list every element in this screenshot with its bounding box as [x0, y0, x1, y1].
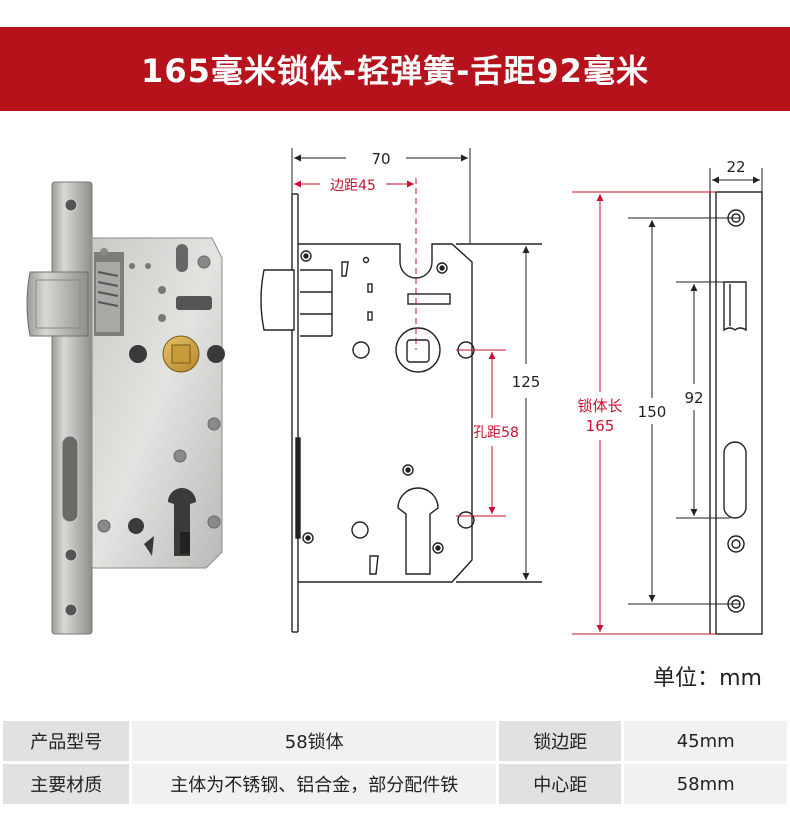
front-dimensions [291, 148, 530, 580]
latch-dimension: 92 [684, 389, 703, 407]
plate-dimension: 150 [638, 403, 667, 421]
spec-label: 锁边距 [495, 718, 625, 764]
spec-value: 58锁体 [129, 718, 499, 764]
unit-label: 单位：mm [653, 666, 762, 691]
total-length-value: 165 [586, 417, 615, 435]
spec-label: 中心距 [495, 761, 625, 807]
side-dimensions [572, 168, 763, 635]
table-row: 主要材质 主体为不锈钢、铝合金，部分配件铁 中心距 58mm [0, 761, 790, 807]
spec-table: 产品型号 58锁体 锁边距 45mm 主要材质 主体为不锈钢、铝合金，部分配件铁… [0, 718, 790, 807]
lock-body-photo [26, 181, 225, 635]
thickness-dimension: 22 [726, 158, 745, 176]
page-title: 165毫米锁体-轻弹簧-舌距92毫米 [141, 52, 649, 90]
width-dimension: 70 [371, 150, 390, 168]
spec-value: 45mm [621, 718, 790, 764]
total-length-label: 锁体长 [577, 397, 622, 415]
spec-value: 主体为不锈钢、铝合金，部分配件铁 [129, 761, 499, 807]
spec-value: 58mm [621, 761, 790, 807]
title-banner: 165毫米锁体-轻弹簧-舌距92毫米 [0, 27, 790, 111]
front-view-drawing [260, 193, 542, 633]
side-view-drawing [709, 191, 763, 635]
height-dimension: 125 [512, 373, 541, 391]
hole-distance-label: 孔距58 [473, 425, 519, 441]
backset-label: 边距45 [330, 178, 376, 194]
technical-drawing: 70 边距45 125 孔距58 22 锁体长 165 150 9 [26, 148, 763, 635]
table-row: 产品型号 58锁体 锁边距 45mm [0, 718, 790, 764]
spec-label: 主要材质 [0, 761, 133, 807]
spec-label: 产品型号 [0, 718, 133, 764]
